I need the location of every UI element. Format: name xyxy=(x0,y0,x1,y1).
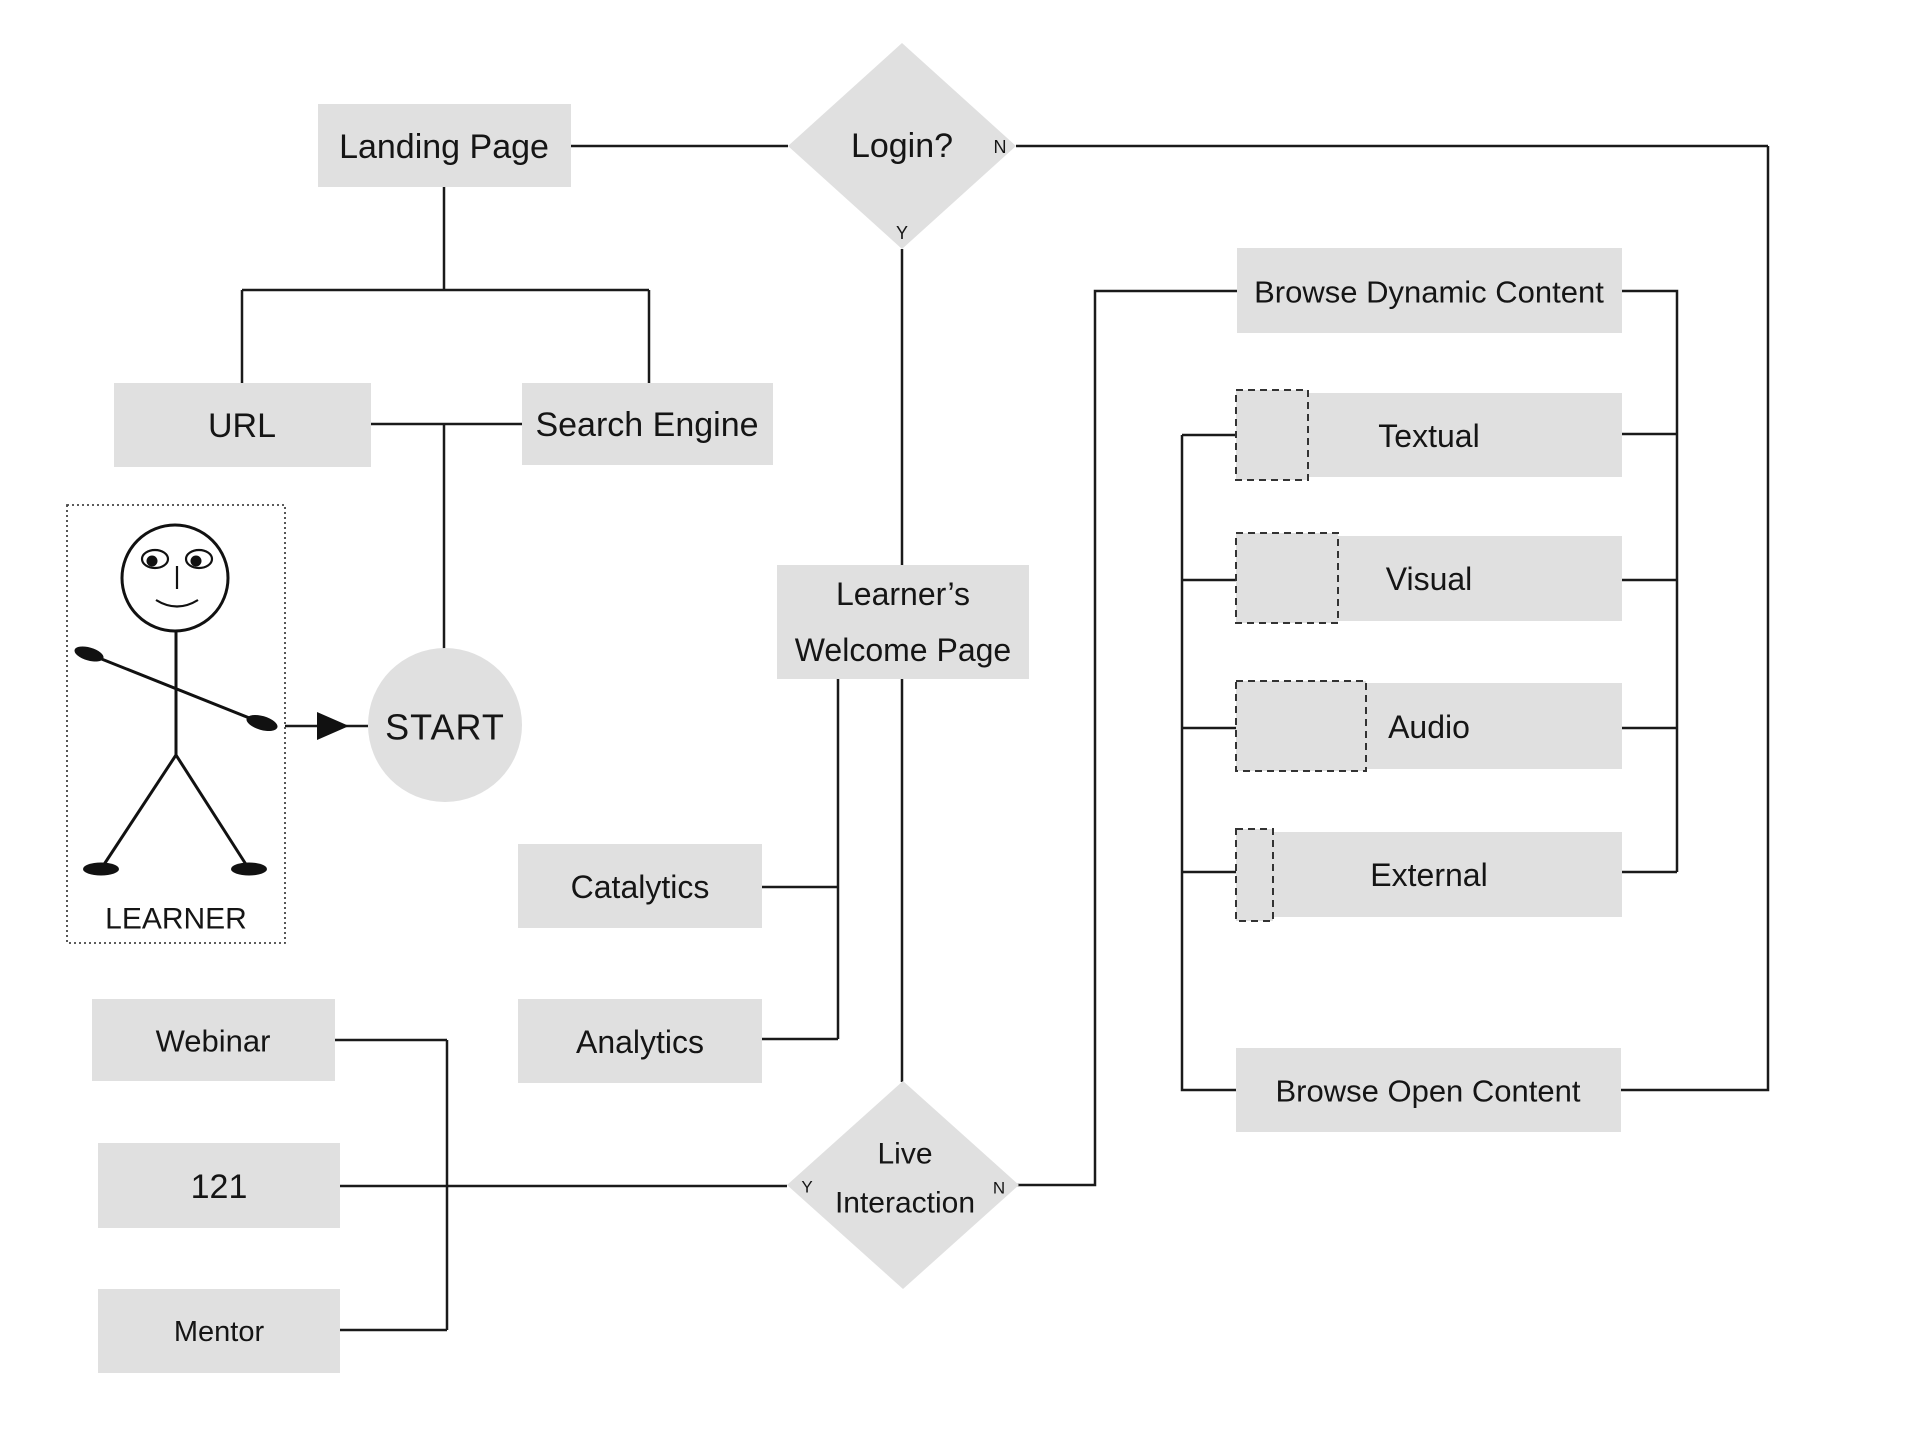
node-webinar: Webinar xyxy=(92,999,335,1081)
live-interaction-label-line2: Interaction xyxy=(835,1187,975,1220)
webinar-label: Webinar xyxy=(156,1024,271,1059)
node-textual: Textual xyxy=(1235,389,1622,481)
live-interaction-yes-label: Y xyxy=(801,1178,812,1197)
node-analytics: Analytics xyxy=(518,999,762,1083)
login-label: Login? xyxy=(851,127,953,165)
live-interaction-no-label: N xyxy=(993,1179,1005,1198)
learner-frame xyxy=(66,504,286,944)
node-mentor: Mentor xyxy=(98,1289,340,1373)
url-label: URL xyxy=(208,407,276,445)
welcome-label-line1: Learner’s xyxy=(836,576,970,612)
edge-content-left-bus xyxy=(1180,435,1236,1092)
121-label: 121 xyxy=(191,1168,248,1206)
node-start: START xyxy=(368,648,522,802)
edge-far-right-bus xyxy=(1621,146,1770,1092)
analytics-box xyxy=(518,999,762,1083)
121-box xyxy=(98,1143,340,1228)
landing-page-box xyxy=(318,104,571,187)
learner-label: LEARNER xyxy=(105,903,247,936)
learner-arm-icon xyxy=(88,652,263,725)
edge-live-no-to-dynamic xyxy=(1017,289,1237,1187)
browse-dynamic-label: Browse Dynamic Content xyxy=(1254,275,1604,310)
audio-type-icon xyxy=(1235,680,1367,772)
login-yes-label: Y xyxy=(896,223,908,243)
webinar-box xyxy=(92,999,335,1081)
learner-right-pupil-icon xyxy=(190,555,202,567)
url-box xyxy=(114,383,371,467)
visual-type-icon xyxy=(1235,532,1339,624)
node-url: URL xyxy=(114,383,371,467)
learner-right-foot-icon xyxy=(231,862,267,876)
node-search-engine: Search Engine xyxy=(522,383,773,465)
start-circle xyxy=(368,648,522,802)
learner-left-pupil-icon xyxy=(146,555,158,567)
node-landing-page: Landing Page xyxy=(318,104,571,187)
learner-figure: LEARNER xyxy=(66,504,286,944)
browse-open-label: Browse Open Content xyxy=(1275,1074,1580,1109)
learner-head-icon xyxy=(120,523,230,633)
live-interaction-diamond xyxy=(787,1081,1019,1289)
audio-label: Audio xyxy=(1388,709,1470,745)
node-audio: Audio xyxy=(1235,680,1622,772)
catalytics-box xyxy=(518,844,762,928)
browse-dynamic-box xyxy=(1237,248,1622,333)
external-type-icon xyxy=(1235,828,1274,922)
search-engine-label: Search Engine xyxy=(535,406,758,444)
landing-page-label: Landing Page xyxy=(339,128,549,166)
visual-label: Visual xyxy=(1386,561,1473,597)
learner-left-foot-icon xyxy=(83,862,119,876)
learner-right-leg-icon xyxy=(174,754,249,867)
catalytics-label: Catalytics xyxy=(571,869,710,905)
search-engine-box xyxy=(522,383,773,465)
mentor-box xyxy=(98,1289,340,1373)
welcome-label-line2: Welcome Page xyxy=(795,632,1011,668)
learner-right-eye-icon xyxy=(184,548,214,570)
browse-open-box xyxy=(1236,1048,1621,1132)
login-no-label: N xyxy=(994,137,1007,157)
node-live-interaction-decision: Live Interaction Y N xyxy=(787,1081,1019,1289)
external-box xyxy=(1236,832,1622,917)
node-login-decision: Login? N Y xyxy=(788,43,1016,249)
learner-left-hand-icon xyxy=(74,646,104,662)
live-interaction-label-line1: Live xyxy=(877,1138,932,1171)
textual-type-icon xyxy=(1235,389,1309,481)
connector-lines xyxy=(240,144,1770,1332)
start-label: START xyxy=(385,707,505,748)
textual-label: Textual xyxy=(1378,418,1479,454)
node-121: 121 xyxy=(98,1143,340,1228)
node-external: External xyxy=(1235,828,1622,922)
node-browse-dynamic-content: Browse Dynamic Content xyxy=(1237,248,1622,333)
learner-right-hand-icon xyxy=(246,714,278,732)
analytics-label: Analytics xyxy=(576,1024,704,1060)
edge-dynamic-right-bus xyxy=(1622,289,1679,872)
external-label: External xyxy=(1370,857,1487,893)
arrowhead-to-start xyxy=(317,712,349,740)
node-learners-welcome-page: Learner’s Welcome Page xyxy=(777,565,1029,679)
node-browse-open-content: Browse Open Content xyxy=(1236,1048,1621,1132)
learner-left-leg-icon xyxy=(101,754,178,867)
welcome-box xyxy=(777,565,1029,679)
login-diamond xyxy=(788,43,1016,249)
learner-left-eye-icon xyxy=(140,548,170,570)
mentor-label: Mentor xyxy=(174,1316,265,1348)
node-catalytics: Catalytics xyxy=(518,844,762,928)
node-visual: Visual xyxy=(1235,532,1622,624)
learner-smile-icon xyxy=(155,599,199,608)
